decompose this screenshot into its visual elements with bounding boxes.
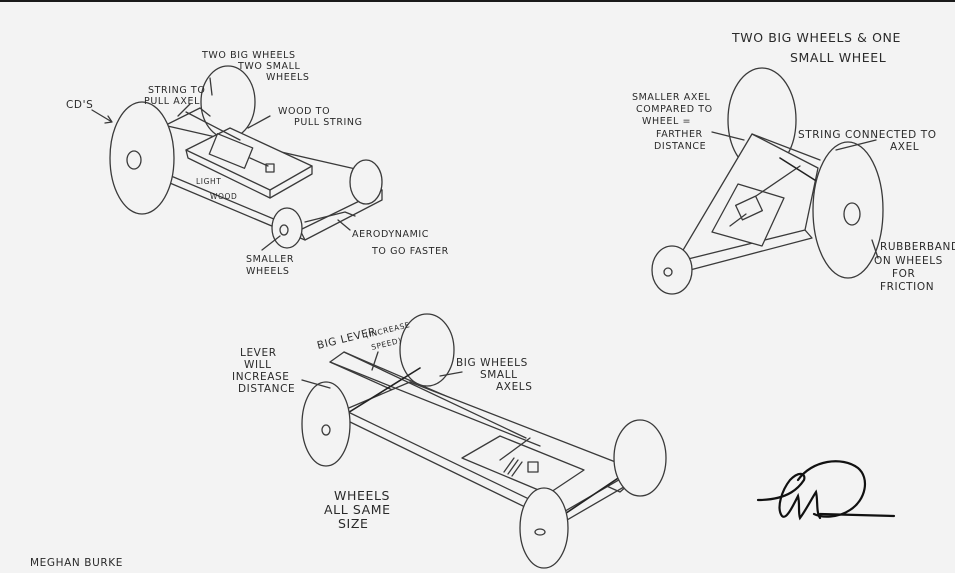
label-smaller: SMALLER	[246, 254, 294, 265]
sketch-3-car	[301, 313, 667, 569]
label-to-go-faster: TO GO FASTER	[371, 246, 449, 257]
cd-wheel-front	[109, 101, 175, 215]
front-left-wheel-3	[301, 381, 351, 467]
sketch-2-car	[651, 67, 884, 295]
rear-right-wheel-3	[613, 419, 667, 497]
label-string-connected: STRING CONNECTED TO	[798, 129, 937, 141]
trap-3	[461, 435, 585, 495]
label-cds: CD'S	[66, 99, 93, 111]
label-axels-3: AXELS	[496, 381, 533, 393]
label-wheels-3: WHEELS	[334, 488, 390, 503]
signature-monogram-icon	[756, 460, 896, 521]
label-on-wheels: ON WHEELS	[874, 255, 943, 267]
front-big-wheel	[812, 141, 884, 279]
arrow-cds	[91, 109, 113, 124]
label-wheels-1: WHEELS	[266, 72, 309, 83]
label-will: WILL	[244, 359, 272, 371]
rear-wheel-3	[399, 313, 455, 387]
label-wood-to: WOOD TO	[278, 106, 330, 117]
front-right-small-wheel	[349, 159, 383, 205]
label-distance-2: DISTANCE	[654, 141, 706, 152]
label-wood: WOOD	[210, 192, 237, 201]
label-two-big-wheels: TWO BIG WHEELS	[201, 50, 296, 61]
label-friction: FRICTION	[880, 281, 934, 293]
rear-left-wheel	[200, 65, 256, 139]
label-axel-2: AXEL	[890, 141, 919, 153]
string-2	[755, 165, 801, 197]
front-right-wheel-3	[519, 487, 569, 569]
label-increase: INCREASE	[232, 371, 290, 383]
label-wheel-eq: WHEEL =	[642, 116, 691, 127]
label-farther: FARTHER	[656, 129, 703, 140]
label-string-to: STRING TO	[148, 85, 205, 96]
sketch-1-car	[91, 65, 383, 251]
label-two-big-wheels-one-small-2: SMALL WHEEL	[790, 50, 886, 65]
label-compared-to: COMPARED TO	[636, 104, 713, 115]
label-size: SIZE	[338, 516, 368, 531]
label-small-3: SMALL	[480, 369, 518, 381]
label-pull-axel: PULL AXEL	[144, 96, 200, 107]
label-distance-3: DISTANCE	[238, 383, 295, 395]
label-big-wheels-3: BIG WHEELS	[456, 357, 528, 369]
label-increase-speed-2: SPEED)	[370, 336, 402, 352]
label-smaller-axel: SMALLER AXEL	[632, 92, 711, 103]
label-aerodynamic: AERODYNAMIC	[352, 229, 429, 240]
trap-plate	[208, 133, 254, 169]
label-two-small: TWO SMALL	[237, 61, 301, 72]
label-pull-string: PULL STRING	[294, 117, 363, 128]
label-two-big-wheels-one-small-1: TWO BIG WHEELS & ONE	[731, 30, 901, 45]
small-front-wheel	[271, 207, 303, 249]
label-lever: LEVER	[240, 347, 277, 359]
label-smaller-wheels: WHEELS	[246, 266, 289, 277]
trap-2	[711, 183, 785, 247]
author-name: MEGHAN BURKE	[30, 557, 123, 569]
big-lever	[329, 361, 541, 447]
pull-string	[185, 111, 241, 141]
label-light: LIGHT	[196, 177, 221, 186]
label-rubberbands: RUBBERBANDS	[880, 241, 955, 253]
label-for: FOR	[892, 268, 915, 280]
label-all-same: ALL SAME	[324, 502, 391, 517]
